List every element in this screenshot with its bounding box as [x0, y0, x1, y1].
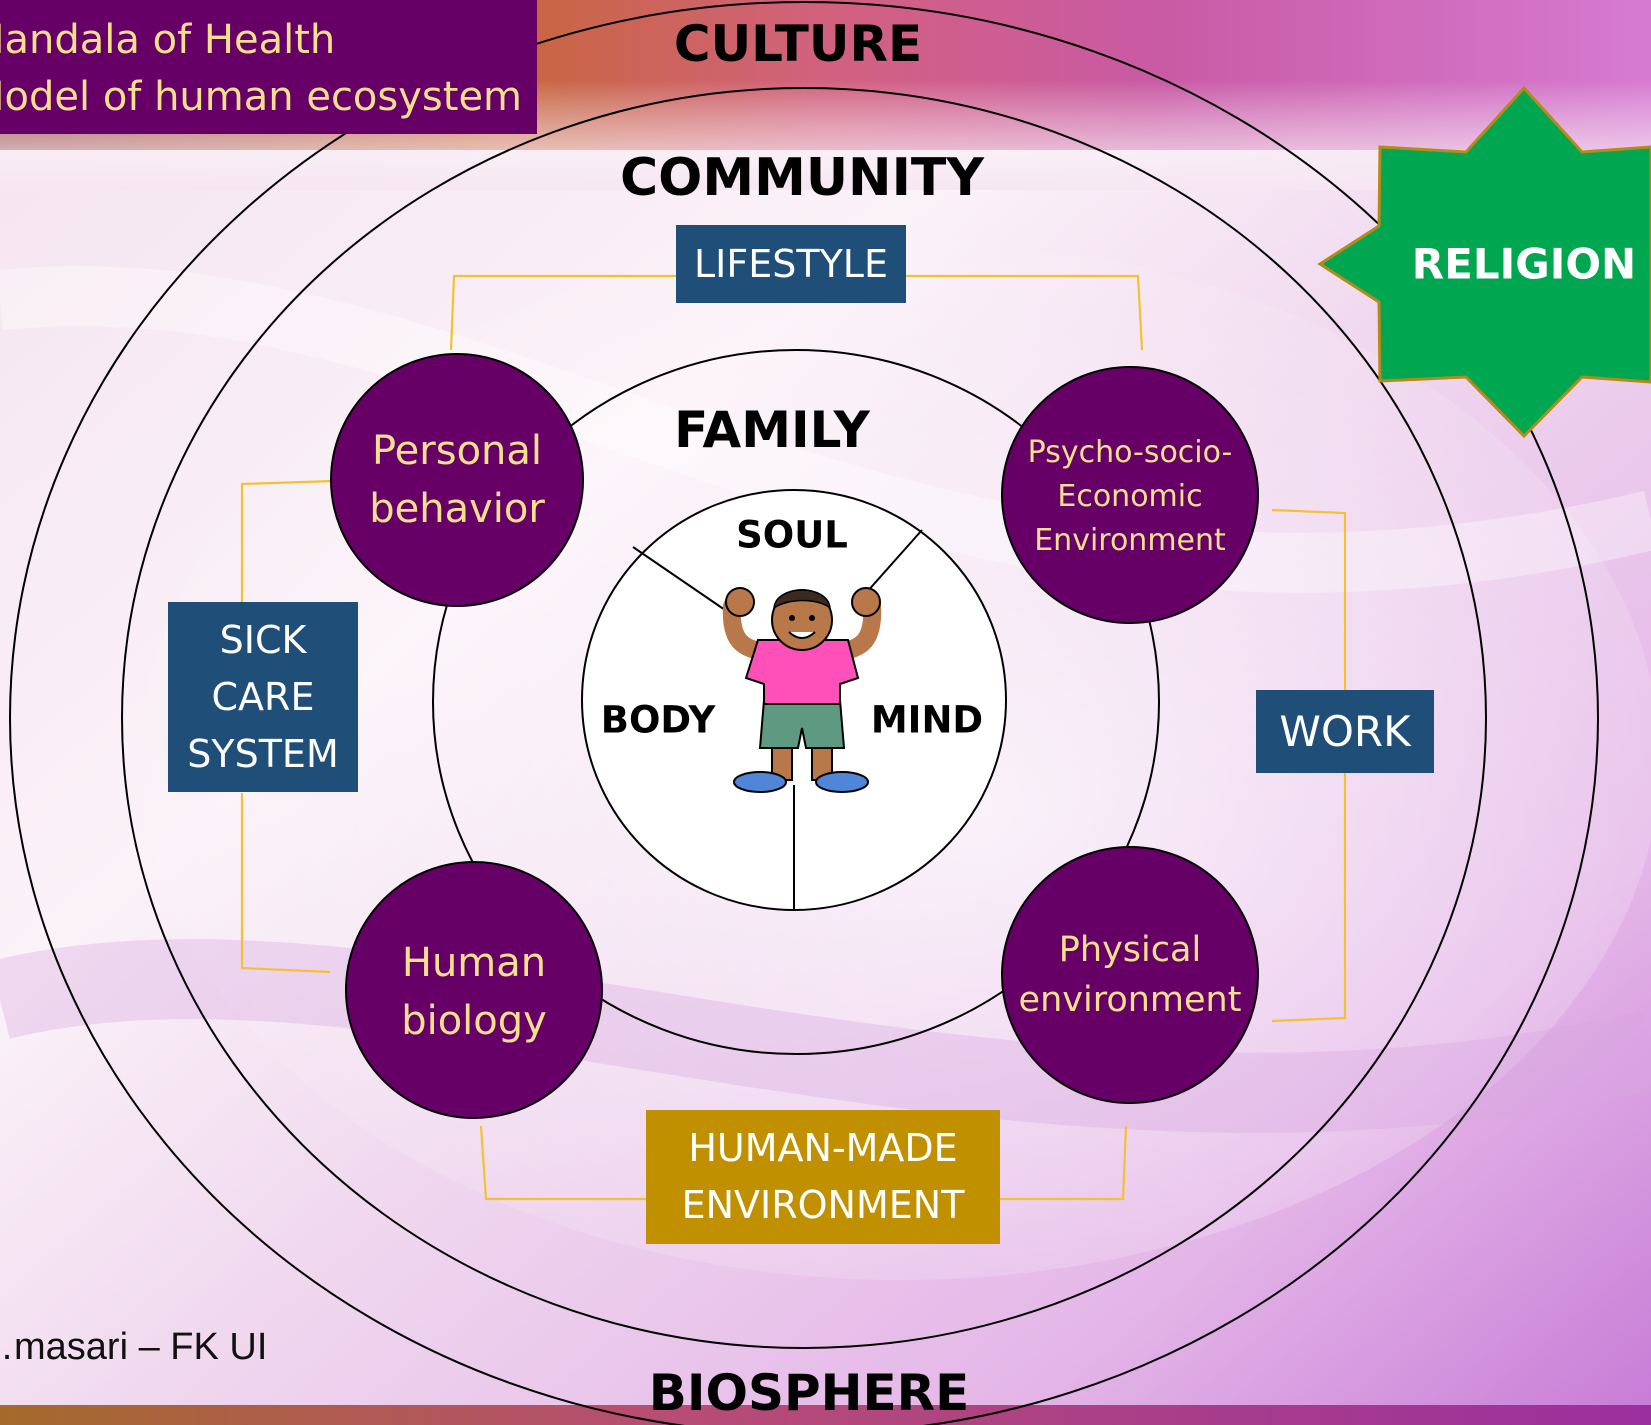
family-ring	[432, 349, 1160, 1055]
psycho-line-3: Environment	[1034, 523, 1226, 558]
personal-line-1: Personal	[371, 428, 543, 474]
title-box: Mandala of Health Model of human ecosyst…	[0, 0, 537, 134]
biosphere-ring	[121, 87, 1487, 1349]
connector-work-bottom	[1271, 773, 1347, 1023]
child-figure	[722, 587, 882, 793]
title-line-2: Model of human ecosystem	[0, 74, 523, 120]
psycho-socio-economic-text: Psycho-socio- Economic Environment	[1028, 431, 1233, 563]
human-biology-text: Human biology	[401, 934, 547, 1050]
family-label: FAMILY	[674, 401, 870, 459]
lifestyle-label: LIFESTYLE	[694, 242, 888, 286]
node-psycho-socio-economic	[1001, 366, 1259, 624]
divider-soul-body	[632, 546, 729, 613]
sick-care-line-1: SICK	[219, 617, 307, 662]
connector-lifestyle-left	[449, 274, 676, 351]
personal-behavior-text: Personal behavior	[369, 422, 545, 538]
culture-ring	[9, 1, 1599, 1425]
footer-credit: …masari – FK UI	[0, 1326, 268, 1368]
human-made-line-1: HUMAN-MADE	[688, 1126, 958, 1170]
sick-care-system-box: SICK CARE SYSTEM	[168, 602, 358, 792]
connectors	[240, 274, 1347, 1201]
physical-line-1: Physical	[1058, 930, 1202, 970]
personal-line-2: behavior	[369, 486, 545, 532]
work-label: WORK	[1279, 707, 1411, 756]
religion-label: RELIGION	[1411, 239, 1637, 289]
human-made-line-2: ENVIRONMENT	[681, 1183, 965, 1227]
body-label: BODY	[600, 698, 716, 742]
title-line-1: Mandala of Health	[0, 17, 336, 63]
work-box: WORK	[1256, 690, 1434, 773]
community-label: COMMUNITY	[619, 148, 985, 208]
connector-sick-bottom	[240, 793, 331, 974]
psycho-line-1: Psycho-socio-	[1027, 435, 1233, 470]
psycho-line-2: Economic	[1057, 479, 1203, 514]
soul-label: SOUL	[736, 513, 848, 557]
biosphere-label: BIOSPHERE	[648, 1364, 970, 1422]
node-human-biology	[345, 861, 603, 1119]
connector-lifestyle-right	[906, 274, 1144, 351]
node-personal-behavior	[330, 353, 584, 607]
lifestyle-box: LIFESTYLE	[676, 225, 906, 303]
node-physical-environment	[1001, 846, 1259, 1104]
physical-environment-text: Physical environment	[1019, 925, 1242, 1025]
biology-line-1: Human	[401, 940, 547, 986]
connector-humanmade-left	[479, 1125, 646, 1201]
physical-line-2: environment	[1018, 980, 1242, 1020]
human-made-environment-box: HUMAN-MADE ENVIRONMENT	[646, 1110, 1000, 1244]
biology-line-2: biology	[401, 998, 547, 1044]
sick-care-line-3: SYSTEM	[187, 731, 339, 776]
sick-care-line-2: CARE	[211, 674, 315, 719]
mind-label: MIND	[870, 698, 984, 742]
connector-sick-top	[240, 479, 334, 602]
connector-work-top	[1271, 508, 1347, 690]
connector-humanmade-right	[1000, 1125, 1128, 1201]
religion-star	[1317, 85, 1651, 439]
culture-label: CULTURE	[673, 15, 923, 73]
